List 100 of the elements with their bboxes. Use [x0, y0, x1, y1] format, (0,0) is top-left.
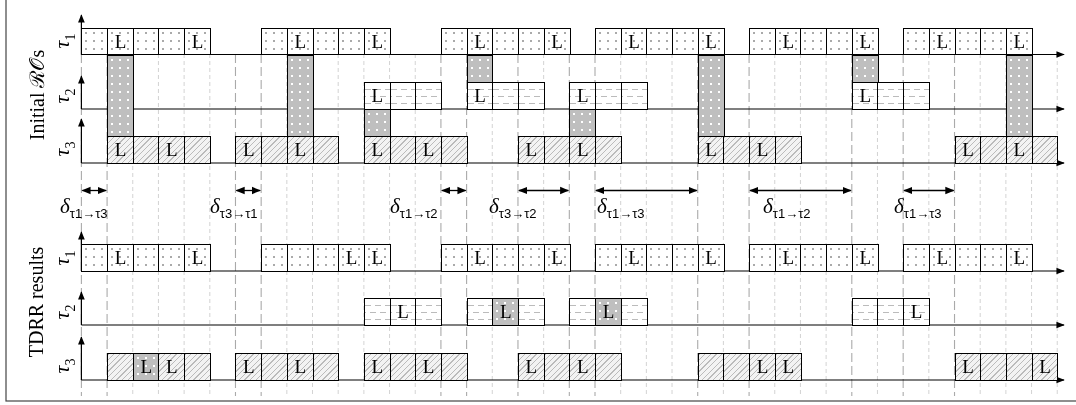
time-slot: L — [569, 353, 597, 381]
time-slot — [980, 244, 1008, 272]
time-slot: L — [363, 82, 391, 110]
time-slot — [826, 244, 853, 272]
interval-label: δ$_{τ1→τ2}$ — [390, 194, 438, 222]
time-slot: L — [184, 244, 211, 272]
time-slot: L — [749, 353, 776, 381]
time-slot — [261, 27, 289, 56]
time-slot — [1005, 353, 1033, 381]
time-slot — [440, 244, 468, 272]
time-slot: L — [851, 244, 879, 272]
time-slot: L — [569, 82, 597, 110]
time-slot — [415, 298, 443, 326]
interval-label: δ$_{τ3→τ1}$ — [210, 194, 258, 222]
time-slot — [903, 27, 931, 56]
time-slot: L — [492, 298, 520, 326]
time-slot — [184, 136, 211, 164]
time-slot — [903, 244, 931, 272]
time-slot — [440, 136, 468, 164]
time-slot — [492, 244, 520, 272]
time-slot — [749, 27, 776, 56]
time-slot — [903, 82, 931, 110]
time-slot — [877, 82, 905, 110]
time-slot: L — [184, 27, 211, 56]
row-group-label: TDRR results — [24, 246, 48, 358]
time-slot: L — [543, 27, 571, 56]
time-slot — [569, 298, 597, 326]
time-slot — [517, 298, 545, 326]
time-slot — [723, 353, 751, 381]
time-slot: L — [928, 244, 956, 272]
time-slot — [517, 82, 545, 110]
time-slot — [158, 244, 186, 272]
time-slot: L — [697, 244, 725, 272]
time-slot — [440, 27, 468, 56]
time-slot — [440, 353, 468, 381]
blocking-bar — [1005, 54, 1033, 137]
time-slot: L — [415, 136, 443, 164]
time-slot — [312, 353, 340, 381]
time-slot: L — [235, 353, 263, 381]
interval-label: δ$_{τ1→τ2}$ — [763, 194, 811, 222]
time-slot — [595, 136, 622, 164]
time-slot: L — [517, 353, 545, 381]
time-slot: L — [158, 136, 186, 164]
time-slot: L — [338, 244, 366, 272]
time-slot — [1031, 136, 1059, 164]
time-slot — [774, 136, 802, 164]
interval-label: δ$_{τ1→τ3}$ — [894, 194, 942, 222]
time-slot: L — [286, 353, 314, 381]
time-slot — [595, 353, 622, 381]
blocking-bar — [286, 54, 314, 137]
blocking-bar — [697, 54, 725, 137]
time-slot: L — [363, 244, 391, 272]
time-slot — [261, 136, 289, 164]
interval-label: δ$_{τ1→τ3}$ — [60, 194, 108, 222]
time-slot: L — [107, 244, 134, 272]
time-slot: L — [903, 298, 931, 326]
blocking-bar — [363, 109, 391, 137]
time-slot: L — [851, 27, 879, 56]
time-slot — [184, 353, 211, 381]
time-slot — [492, 82, 520, 110]
time-slot: L — [595, 298, 622, 326]
time-slot — [363, 298, 391, 326]
time-slot: L — [363, 353, 391, 381]
blocking-bar — [569, 109, 597, 137]
time-slot — [107, 353, 134, 381]
time-slot — [595, 27, 622, 56]
interval-label: δ$_{τ3→τ2}$ — [489, 194, 537, 222]
time-slot — [312, 136, 340, 164]
time-slot: L — [363, 27, 391, 56]
time-slot — [261, 244, 289, 272]
time-slot: L — [107, 136, 134, 164]
time-slot — [646, 27, 674, 56]
time-slot: L — [749, 136, 776, 164]
time-slot — [646, 244, 674, 272]
time-slot — [158, 27, 186, 56]
time-slot: L — [1005, 244, 1033, 272]
time-slot — [81, 244, 109, 272]
time-slot: L — [1031, 353, 1059, 381]
time-slot — [286, 244, 314, 272]
time-slot: L — [543, 244, 571, 272]
time-slot: L — [235, 136, 263, 164]
time-slot: L — [517, 136, 545, 164]
time-slot — [620, 298, 648, 326]
time-slot: L — [415, 353, 443, 381]
time-slot — [800, 27, 828, 56]
time-slot: L — [158, 353, 186, 381]
time-slot — [517, 244, 545, 272]
interval-label: δ$_{τ1→τ3}$ — [597, 194, 645, 222]
time-slot: L — [774, 353, 802, 381]
time-slot — [620, 82, 648, 110]
time-slot — [980, 353, 1008, 381]
time-slot — [877, 298, 905, 326]
time-slot — [261, 353, 289, 381]
time-slot — [415, 82, 443, 110]
time-slot: L — [1005, 27, 1033, 56]
time-slot: L — [697, 27, 725, 56]
time-slot — [81, 27, 109, 56]
time-slot — [595, 82, 622, 110]
row-group-label: Initial ℛ𝒪s — [24, 49, 49, 141]
time-slot — [595, 244, 622, 272]
